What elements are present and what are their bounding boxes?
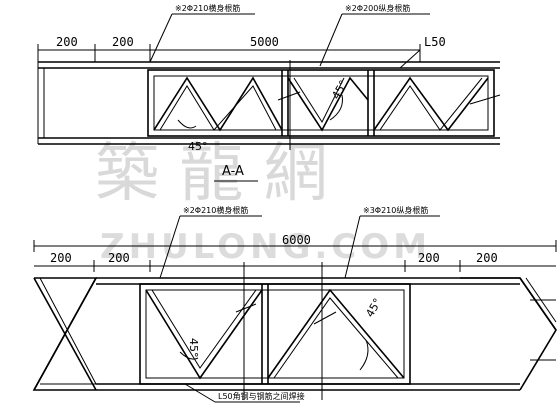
top-dim-200-b: 200: [112, 35, 134, 49]
bottom-note-left: ※2Φ210横身根筋: [183, 205, 248, 215]
bottom-view: 6000 200 200 200 200 ※2Φ210横身根筋 ※3Φ210纵身…: [32, 205, 557, 403]
watermark-cn: 築 龍 網: [95, 137, 328, 211]
top-view: 200 200 5000 ※2Φ210横身根筋 ※2Φ200纵身根筋 L50: [37, 3, 501, 153]
bottom-angle-small: 45°: [187, 338, 200, 358]
bottom-note-weld: L50角钢与钢筋之间焊接: [218, 391, 305, 401]
bottom-dim-200-r2: 200: [476, 251, 498, 265]
top-dim-200-a: 200: [56, 35, 78, 49]
bottom-dim-200-l2: 200: [108, 251, 130, 265]
bottom-dim-6000: 6000: [282, 233, 311, 247]
watermark-en: ZHULONG.COM: [100, 227, 431, 267]
top-note-left: ※2Φ210横身根筋: [175, 3, 240, 13]
top-dim-5000: 5000: [250, 35, 279, 49]
bottom-dim-200-r1: 200: [418, 251, 440, 265]
section-label: A-A: [222, 164, 244, 179]
bottom-dim-200-l1: 200: [50, 251, 72, 265]
top-note-right: ※2Φ200纵身根筋: [345, 3, 410, 13]
top-angle-small: 45°: [188, 140, 208, 153]
bottom-angle-main: 45°: [363, 296, 384, 319]
section-label-group: A-A: [214, 164, 258, 182]
bottom-note-right: ※3Φ210纵身根筋: [363, 205, 428, 215]
top-member-label: L50: [424, 35, 446, 49]
